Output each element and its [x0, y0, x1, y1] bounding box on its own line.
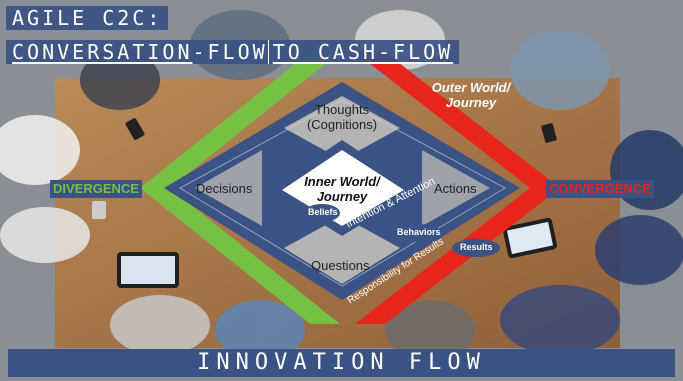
- quadrant-thoughts: [284, 96, 400, 160]
- quadrant-actions: [422, 150, 490, 226]
- divergence-label: DIVERGENCE: [50, 180, 142, 198]
- title-conversation: CONVERSATION: [12, 40, 193, 64]
- title-line-1: AGILE C2C:: [6, 6, 169, 30]
- title-line-1-main: AGILE C2C: [12, 6, 148, 30]
- title-line-1-colon: :: [147, 6, 163, 30]
- convergence-label: CONVERGENCE: [546, 180, 654, 198]
- beliefs-label: Beliefs: [308, 207, 338, 217]
- results-oval: [452, 239, 500, 257]
- quadrant-decisions: [195, 150, 262, 226]
- title-flow: -FLOW: [192, 40, 268, 64]
- outer-world-label: Outer World/ Journey: [431, 80, 511, 110]
- results-label: Results: [460, 242, 493, 252]
- beliefs-oval: [304, 204, 340, 222]
- innovation-flow-banner: INNOVATION FLOW: [8, 349, 675, 377]
- title-to-cash-flow: TO CASH-FLOW: [267, 40, 454, 64]
- behaviors-oval: [394, 224, 442, 242]
- quadrant-questions: [284, 216, 400, 284]
- devices: [92, 118, 558, 288]
- thoughts-label: Thoughts: [314, 102, 370, 117]
- questions-label: Questions: [311, 258, 370, 273]
- actions-label: Actions: [434, 181, 477, 196]
- behaviors-label: Behaviors: [397, 227, 441, 237]
- cognitions-label: (Cognitions): [306, 117, 378, 132]
- inner-world-label: Inner World/ Journey: [304, 174, 380, 204]
- decisions-label: Decisions: [196, 181, 253, 196]
- title-line-2: CONVERSATION-FLOW TO CASH-FLOW: [6, 40, 460, 64]
